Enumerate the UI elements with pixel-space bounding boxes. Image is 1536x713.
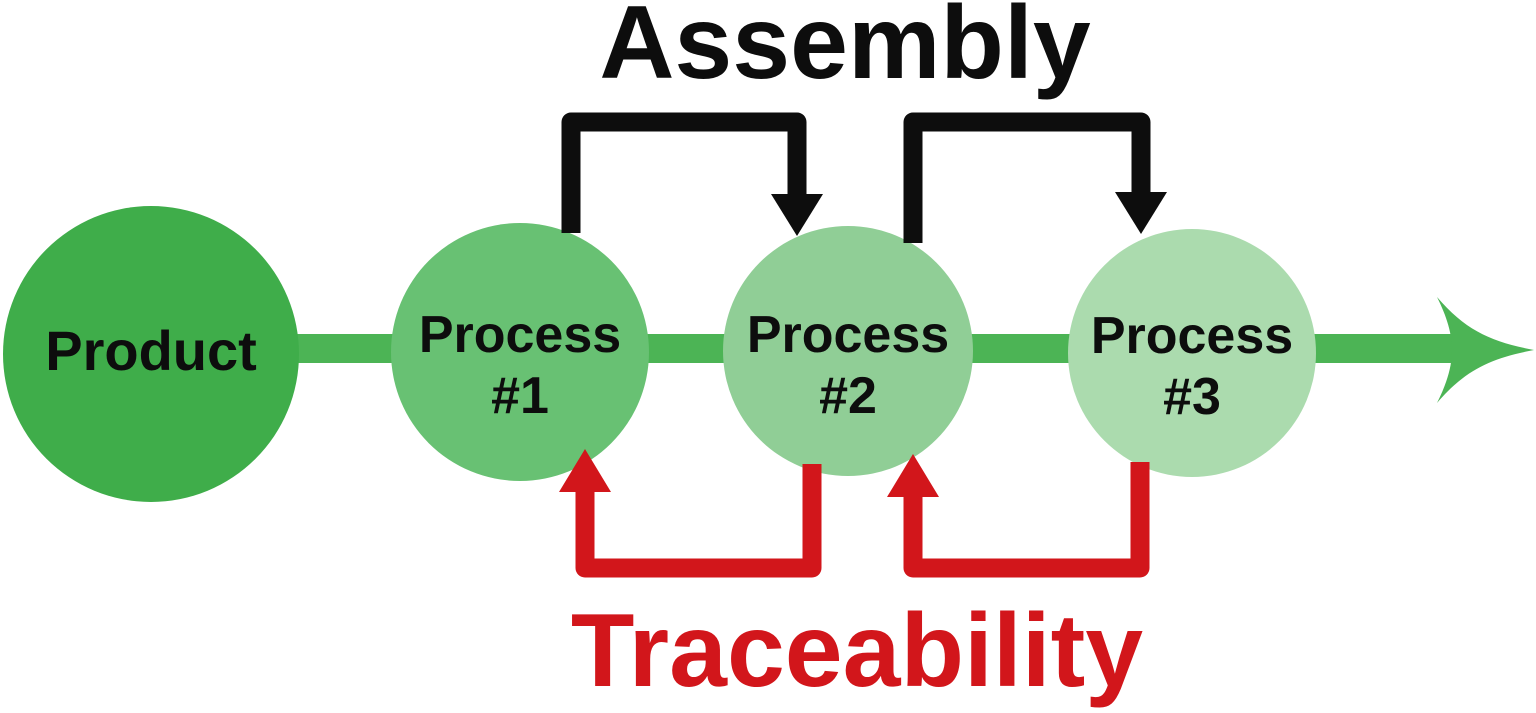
traceability-arrow-2-line bbox=[903, 462, 1150, 578]
assembly-arrow-1-line bbox=[561, 112, 807, 233]
node-process-2-label-line2: #2 bbox=[819, 367, 877, 425]
flow-arrowhead-icon bbox=[1437, 297, 1534, 403]
node-process-2-circle bbox=[723, 226, 973, 476]
node-product-label: Product bbox=[45, 319, 257, 382]
traceability-arrow-1-head-icon bbox=[559, 449, 611, 492]
traceability-arrow-2 bbox=[887, 454, 1150, 578]
traceability-arrow-1-line bbox=[575, 464, 822, 578]
node-process-2-label-line1: Process bbox=[747, 306, 949, 364]
assembly-arrow-1 bbox=[561, 112, 823, 236]
traceability-arrow-2-head-icon bbox=[887, 454, 939, 497]
assembly-arrow-1-head-icon bbox=[771, 194, 823, 236]
assembly-arrow-2-line bbox=[903, 112, 1151, 243]
node-process-3-circle bbox=[1068, 229, 1316, 477]
node-process-1-label-line1: Process bbox=[419, 306, 621, 364]
traceability-arrow-1 bbox=[559, 449, 822, 578]
assembly-title: Assembly bbox=[599, 0, 1091, 101]
node-product-circle bbox=[3, 206, 299, 502]
node-process-1-circle bbox=[391, 223, 649, 481]
traceability-title: Traceability bbox=[571, 593, 1143, 709]
node-process-1-label-line2: #1 bbox=[491, 367, 549, 425]
assembly-arrow-2-head-icon bbox=[1115, 192, 1167, 234]
node-process-3-label-line1: Process bbox=[1091, 307, 1293, 365]
assembly-arrow-2 bbox=[903, 112, 1167, 243]
node-process-3-label-line2: #3 bbox=[1163, 368, 1221, 426]
